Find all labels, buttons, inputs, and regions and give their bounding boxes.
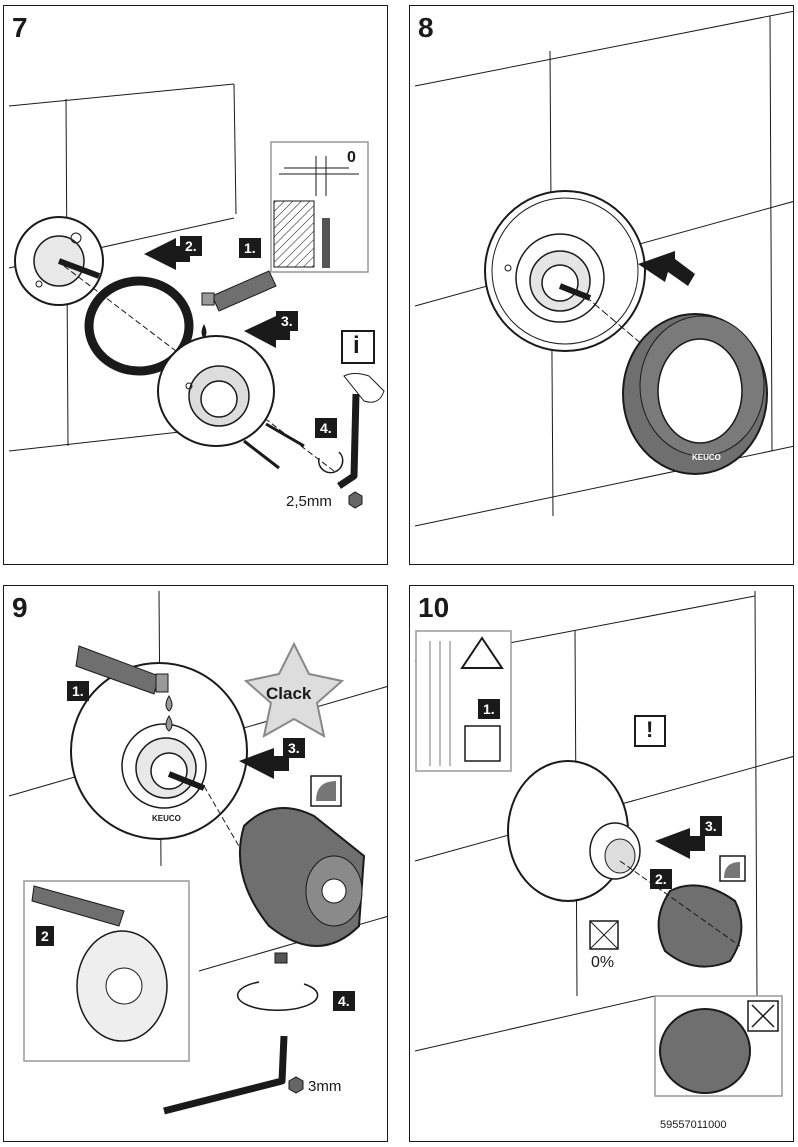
- mounting-plate-icon: [70, 662, 248, 840]
- mounting-plate-icon: [484, 190, 646, 352]
- step-number: 9: [12, 592, 28, 623]
- detail-inset: [23, 880, 190, 1062]
- step-label-3: 3.: [700, 816, 722, 836]
- step-label-1: 1.: [478, 699, 500, 719]
- hex-icon: [348, 491, 363, 509]
- allen-key-icon: [337, 393, 360, 489]
- grease-tube-icon: [201, 270, 277, 338]
- direction-arrow-icon: [655, 828, 705, 859]
- water-spray-icon: [464, 725, 501, 762]
- warning-icon: [634, 715, 666, 747]
- mounting-plate-icon: [157, 335, 275, 447]
- wall-plate-icon: [14, 216, 104, 306]
- step-number: 7: [12, 12, 28, 43]
- percent-label: 0%: [591, 954, 615, 971]
- seal-ring-icon: [84, 276, 194, 376]
- step-label-2: 2.: [650, 869, 672, 889]
- grease-tube-icon: [75, 645, 173, 732]
- panel-step-9: 9: [3, 585, 388, 1142]
- rotate-icon: [236, 981, 319, 1012]
- handle-knob-icon: [238, 807, 366, 947]
- step-9-illustration: [8, 590, 387, 1115]
- step-number: 8: [418, 12, 434, 43]
- step-label-3: 3.: [276, 311, 298, 331]
- direction-arrow-icon: [638, 251, 695, 286]
- rotate-icon: [317, 451, 344, 474]
- warning-triangle-icon: [460, 636, 504, 669]
- mounting-plate-icon: [507, 760, 641, 902]
- hex-icon: [288, 1076, 304, 1094]
- step-label-4: 4.: [315, 418, 337, 438]
- step-label-1: 1.: [67, 681, 89, 701]
- set-screw-icon: [274, 952, 288, 964]
- warning-label: !: [646, 717, 654, 742]
- handle-knob-icon: [657, 884, 743, 968]
- direction-arrow-icon: [239, 748, 289, 779]
- screw-icon: [243, 422, 305, 470]
- cover-rosette-icon: [622, 313, 768, 475]
- panel-step-7: 7: [3, 5, 388, 565]
- article-number: 59557011000: [660, 1119, 727, 1131]
- tool-size: 2,5mm: [286, 493, 332, 510]
- final-inset: [654, 995, 783, 1097]
- step-7-illustration: [8, 83, 385, 509]
- info-icon: [341, 330, 375, 364]
- step-label-2: 2: [36, 926, 54, 946]
- step-label-1: 1.: [239, 238, 261, 258]
- tool-size: 3mm: [308, 1078, 342, 1095]
- step-number: 10: [418, 592, 450, 623]
- panel-step-8: 8 KEUCO: [409, 5, 794, 565]
- hand-icon: [343, 373, 385, 403]
- panel-step-10: 10: [409, 585, 794, 1142]
- step-8-illustration: [414, 10, 793, 527]
- step-label-3: 3.: [283, 738, 305, 758]
- step-label-2: 2.: [180, 236, 202, 256]
- clack-label: Clack: [266, 684, 312, 703]
- brand-logo: KEUCO: [692, 453, 721, 462]
- flush-detail-inset: [270, 141, 369, 273]
- brand-logo: KEUCO: [152, 814, 181, 823]
- allen-key-icon: [163, 1035, 288, 1115]
- gap-value: 0: [347, 149, 356, 166]
- clack-star-icon: [243, 641, 345, 738]
- step-label-4: 4.: [333, 991, 355, 1011]
- step-10-illustration: [414, 590, 793, 1097]
- info-label: i: [353, 332, 360, 359]
